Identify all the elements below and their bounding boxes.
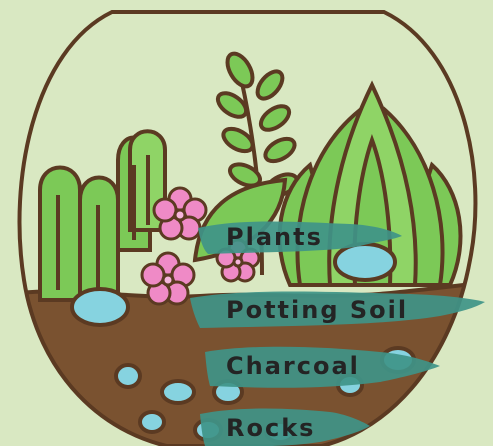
label-potting-soil: Potting Soil (226, 298, 408, 322)
label-charcoal: Charcoal (226, 354, 360, 378)
label-plants: Plants (226, 225, 323, 249)
label-rocks: Rocks (226, 416, 315, 440)
